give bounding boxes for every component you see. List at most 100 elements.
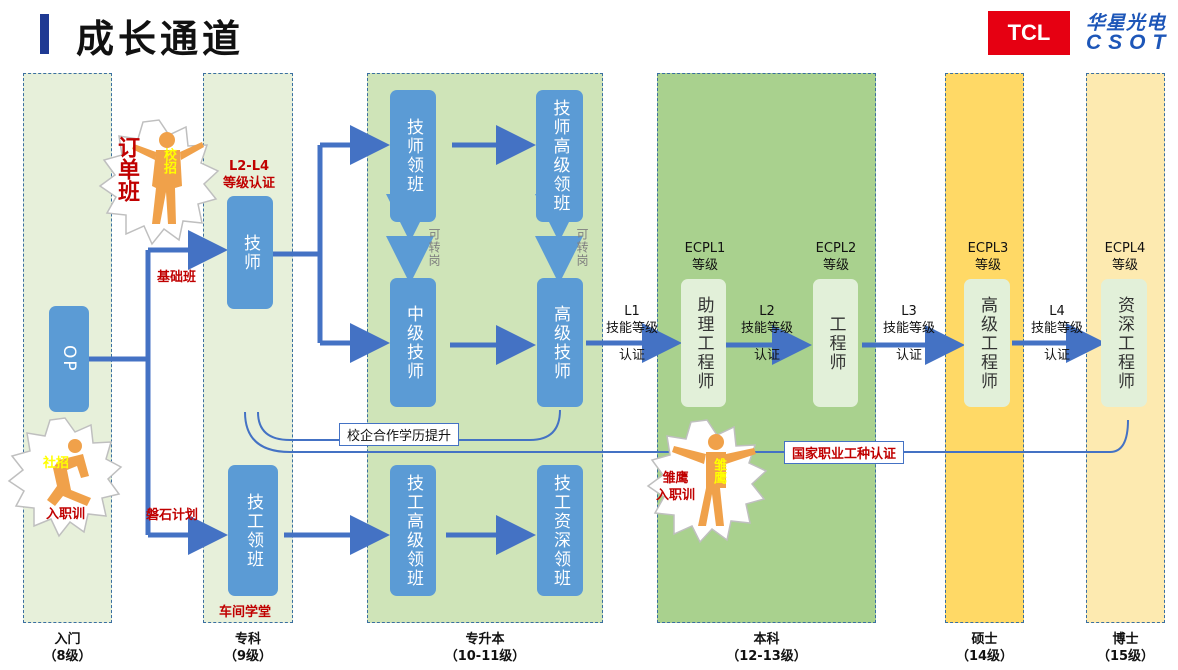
l2-code: L2: [759, 304, 775, 319]
jigong-gaoji-lingban-box: 技工高级领班: [390, 465, 436, 596]
ecpl4-label: ECPL4 等级: [1097, 240, 1153, 274]
gaoji-gongchengshi-label: 高级工程师: [977, 295, 997, 391]
column-upgrade-name: 专升本: [465, 632, 505, 647]
l1-line: 技能等级: [605, 321, 658, 336]
column-associate-name: 专科: [234, 632, 261, 647]
l4-cert: 认证: [1043, 348, 1070, 363]
l2-line: 技能等级: [740, 321, 793, 336]
ecpl3-label: ECPL3 等级: [960, 240, 1016, 274]
order-class-text: 订单班: [114, 136, 140, 202]
column-entry-label: 入门 （8级）: [23, 631, 112, 665]
campus-recruit-text: 校招: [161, 148, 176, 174]
zhuli-gongchengshi-label: 助理工程师: [693, 295, 714, 391]
column-master-level: （14级）: [955, 649, 1014, 664]
ecpl4-sub: 等级: [1111, 258, 1138, 273]
eagle-text: 雏鹰: [711, 458, 726, 484]
l3-line: 技能等级: [882, 321, 935, 336]
column-upgrade-label: 专升本（10-11级）: [367, 631, 603, 665]
column-entry-level: （8级）: [43, 649, 92, 664]
eagle-prefix: 雏鹰: [662, 471, 689, 486]
ecpl3-name: ECPL3: [967, 241, 1009, 256]
ecpl1-name: ECPL1: [684, 241, 726, 256]
column-master-label: 硕士 （14级）: [945, 631, 1024, 665]
ecpl3-sub: 等级: [974, 258, 1001, 273]
column-associate-label: 专科 （9级）: [203, 631, 293, 665]
jishi-box: 技师: [227, 196, 273, 309]
op-box: OP: [49, 306, 89, 412]
transfer-label-right: 可转岗: [575, 228, 589, 267]
csot-logo-en: CSOT: [1086, 31, 1173, 54]
ecpl1-label: ECPL1 等级: [677, 240, 733, 274]
ecpl4-name: ECPL4: [1104, 241, 1146, 256]
l2-cert: 认证: [753, 348, 780, 363]
gongchengshi-label: 工程师: [825, 314, 846, 372]
ecpl2-label: ECPL2 等级: [808, 240, 864, 274]
chejian-xuetang-label: 车间学堂: [219, 605, 272, 620]
l4-code: L4: [1049, 304, 1065, 319]
runner-figure-icon: [47, 439, 91, 506]
zishen-gongchengshi-label: 资深工程师: [1114, 295, 1134, 391]
l4-line: 技能等级: [1030, 321, 1083, 336]
l1-code: L1: [624, 304, 640, 319]
runner-figure-icon: [672, 434, 756, 526]
school-enterprise-bar: 校企合作学历提升: [339, 423, 460, 446]
gaoji-jishi-label: 高级技师: [550, 304, 570, 381]
person-figure-icon: [132, 132, 204, 224]
column-doctor-level: （15级）: [1096, 649, 1155, 664]
eagle-badge: [646, 419, 768, 544]
ecpl2-name: ECPL2: [815, 241, 857, 256]
l1-cert: 认证: [618, 348, 645, 363]
l2-l4-cert: 等级认证: [222, 176, 275, 191]
l2-l4-cert-label: L2-L4 等级认证: [216, 158, 282, 192]
jishi-lingban-label: 技师领班: [403, 118, 423, 194]
jishi-lingban-box: 技师领班: [390, 90, 436, 222]
curve-national-cert: [244, 411, 1129, 453]
ecpl2-sub: 等级: [822, 258, 849, 273]
l3-cert: 认证: [895, 348, 922, 363]
national-cert-bar: 国家职业工种认证: [784, 441, 905, 464]
op-label: OP: [59, 345, 79, 373]
zhuli-gongchengshi-box: 助理工程师: [681, 279, 726, 407]
social-recruit-badge: [7, 417, 123, 538]
column-entry-name: 入门: [54, 632, 81, 647]
page-title: 成长通道: [76, 16, 245, 61]
zhongji-jishi-box: 中级技师: [390, 278, 436, 407]
l3-code: L3: [901, 304, 917, 319]
panshi-plan-label: 磐石计划: [146, 508, 199, 523]
arrow-op-trunk: [89, 250, 151, 535]
jigong-gaoji-lingban-label: 技工高级领班: [403, 473, 423, 588]
eagle-onboarding-label: 雏鹰入职训: [656, 470, 695, 504]
csot-logo-cn: 华星光电: [1086, 12, 1167, 34]
l2-l4-code: L2-L4: [228, 159, 270, 174]
jishi-label: 技师: [240, 233, 260, 272]
l1-skill-label: L1 技能等级认证: [597, 303, 667, 364]
title-accent-bar: [40, 14, 49, 54]
social-recruit-text: 社招: [43, 456, 70, 471]
jigong-zishen-lingban-label: 技工资深领班: [550, 473, 570, 588]
jichu-ban-label: 基础班: [157, 270, 197, 285]
jishi-gaoji-lingban-label: 技师高级领班: [549, 99, 570, 213]
gongchengshi-box: 工程师: [813, 279, 858, 407]
column-doctor-name: 博士: [1112, 632, 1139, 647]
jigong-lingban-box: 技工领班: [228, 465, 278, 596]
jigong-lingban-label: 技工领班: [243, 492, 263, 569]
column-doctor-label: 博士 （15级）: [1086, 631, 1165, 665]
l2-skill-label: L2 技能等级认证: [732, 303, 802, 364]
column-bachelor-label: 本科（12-13级）: [657, 631, 876, 665]
gaoji-gongchengshi-box: 高级工程师: [964, 279, 1010, 407]
ecpl1-sub: 等级: [691, 258, 718, 273]
column-associate-level: （9级）: [223, 649, 273, 664]
column-bachelor-level: （12-13级）: [726, 649, 807, 664]
column-master-name: 硕士: [971, 632, 998, 647]
transfer-label-left: 可转岗: [427, 228, 441, 267]
jigong-zishen-lingban-box: 技工资深领班: [537, 465, 583, 596]
zishen-gongchengshi-box: 资深工程师: [1101, 279, 1147, 407]
l4-skill-label: L4 技能等级认证: [1022, 303, 1092, 364]
gaoji-jishi-box: 高级技师: [537, 278, 583, 407]
eagle-onboarding: 入职训: [656, 488, 696, 503]
zhongji-jishi-label: 中级技师: [403, 304, 423, 381]
l3-skill-label: L3 技能等级认证: [874, 303, 944, 364]
arrow-jishi-branch: [273, 145, 323, 343]
social-onboarding-text: 入职训: [46, 507, 86, 522]
